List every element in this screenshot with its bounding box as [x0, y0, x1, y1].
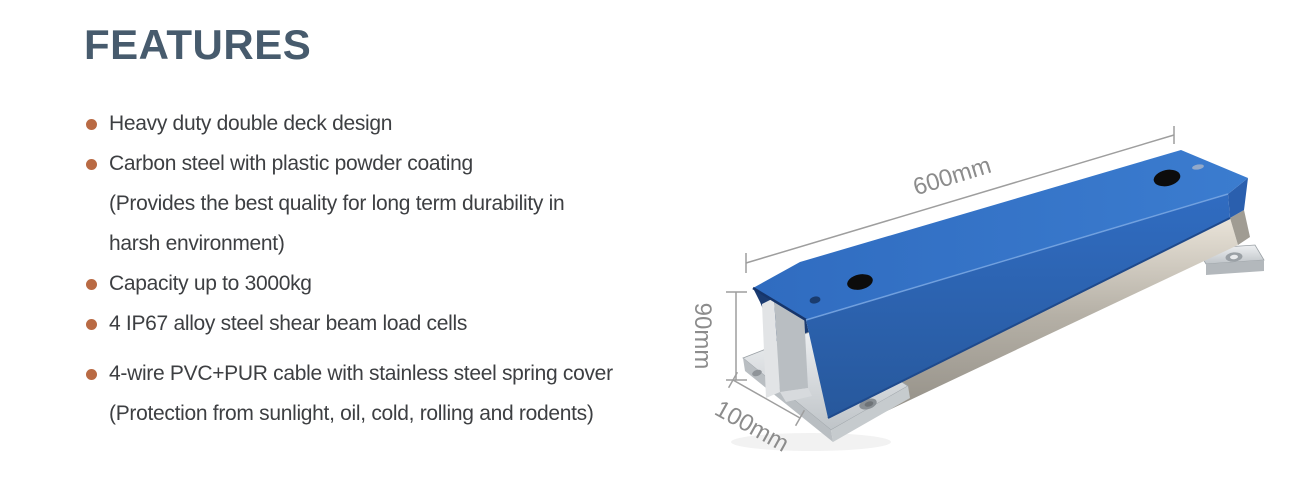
load-cell-block [762, 298, 812, 402]
cover-hole [1153, 169, 1181, 187]
feature-item-continuation: (Provides the best quality for long term… [86, 184, 706, 224]
dimension-label-length: 600mm [910, 152, 994, 201]
feature-item: Heavy duty double deck design [86, 104, 706, 144]
beam-cover [752, 150, 1248, 419]
bullet-icon [86, 368, 97, 380]
bullet-icon [86, 278, 97, 290]
feature-item: 4-wire PVC+PUR cable with stainless stee… [86, 354, 706, 394]
cover-slot [1192, 164, 1204, 170]
bullet-icon [86, 158, 97, 170]
feature-text: harsh environment) [109, 232, 285, 255]
bolt-hole [752, 369, 762, 377]
dimension-label-height: 90mm [689, 303, 716, 370]
dimension-width [727, 371, 806, 427]
feature-text: Heavy duty double deck design [109, 112, 393, 135]
page-title: FEATURES [84, 21, 312, 68]
feature-item-continuation: (Protection from sunlight, oil, cold, ro… [86, 394, 706, 434]
cover-hole-small [809, 296, 821, 304]
dimension-label-width: 100mm [710, 395, 793, 457]
feature-text: (Provides the best quality for long term… [109, 192, 565, 215]
feature-item: Carbon steel with plastic powder coating [86, 144, 706, 184]
cover-top-face [753, 150, 1248, 320]
feature-text: 4-wire PVC+PUR cable with stainless stee… [109, 362, 613, 385]
feature-text: Carbon steel with plastic powder coating [109, 152, 473, 175]
product-diagram: 600mm 90mm 100mm [689, 126, 1265, 458]
feature-item: 4 IP67 alloy steel shear beam load cells [86, 304, 706, 344]
bullet-icon [86, 118, 97, 130]
feature-text: 4 IP67 alloy steel shear beam load cells [109, 312, 468, 335]
feature-item: Capacity up to 3000kg [86, 264, 706, 304]
beam-base [828, 210, 1250, 435]
dimension-length [745, 126, 1175, 273]
cover-right-face [1228, 178, 1248, 218]
feature-item-continuation: harsh environment) [86, 224, 706, 264]
foot-shadow [731, 433, 891, 451]
cover-front-face [806, 194, 1230, 418]
dimension-height [726, 291, 747, 381]
cover-hole [847, 274, 873, 290]
feature-text: (Protection from sunlight, oil, cold, ro… [109, 402, 594, 425]
bullet-icon [86, 318, 97, 330]
feature-text: Capacity up to 3000kg [109, 272, 312, 295]
